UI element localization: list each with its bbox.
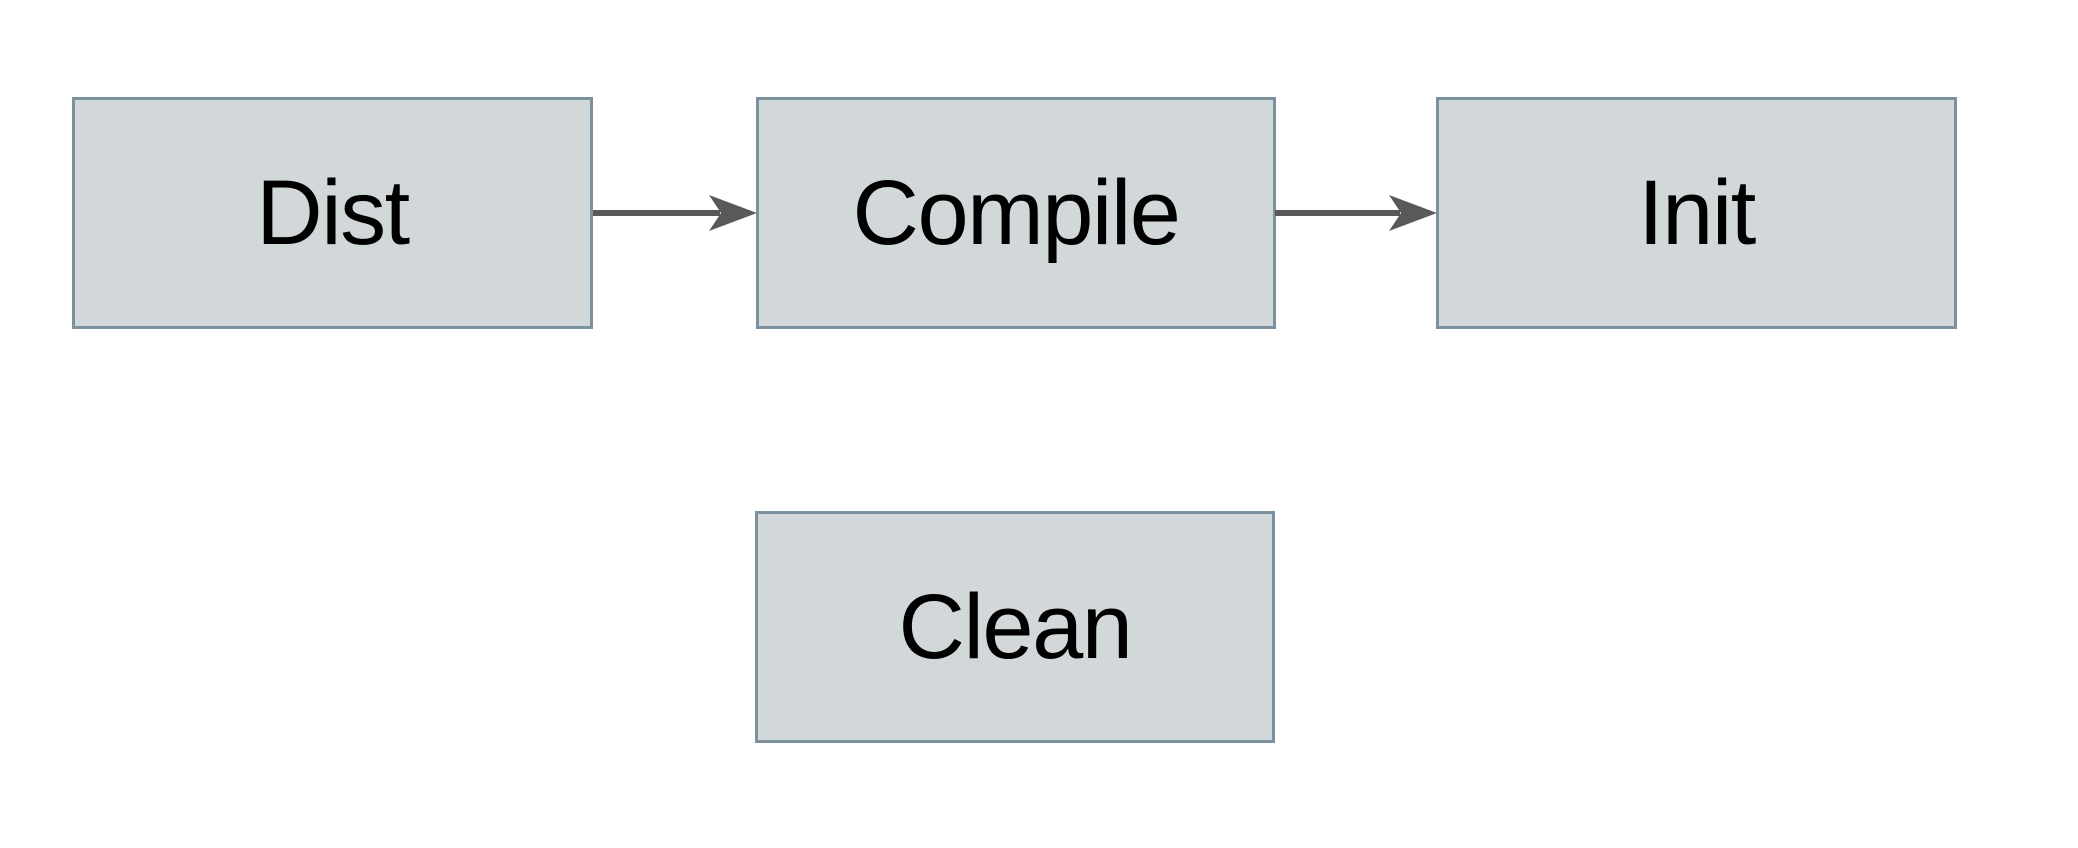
node-clean-label: Clean <box>898 576 1133 678</box>
node-dist: Dist <box>72 97 593 329</box>
node-compile: Compile <box>756 97 1276 329</box>
node-init-label: Init <box>1638 162 1756 264</box>
arrow-compile-to-init-icon <box>1275 195 1437 231</box>
arrow-dist-to-compile-icon <box>593 195 757 231</box>
node-init: Init <box>1436 97 1957 329</box>
node-clean: Clean <box>755 511 1275 743</box>
node-compile-label: Compile <box>852 162 1181 264</box>
node-dist-label: Dist <box>256 162 410 264</box>
